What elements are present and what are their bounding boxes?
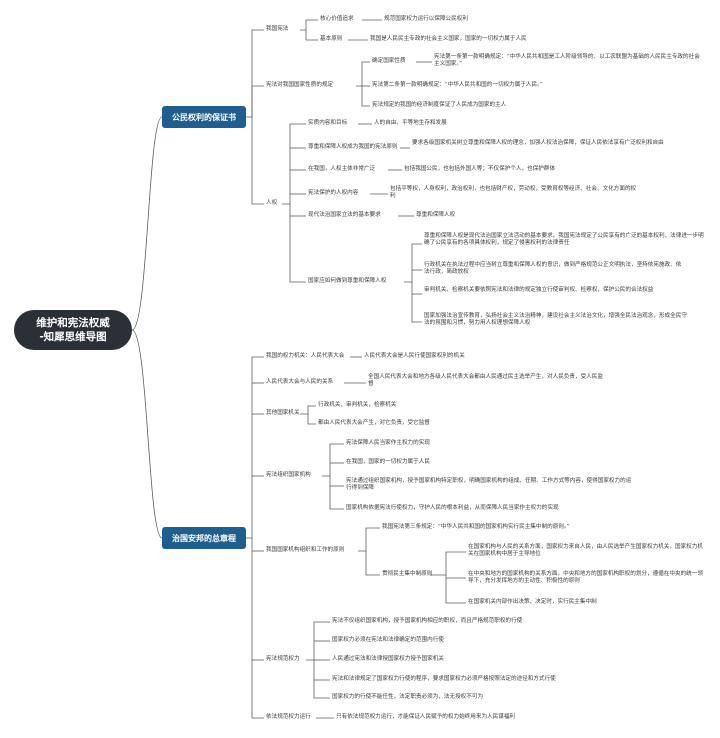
- node-hr-how: 国家应如何做到尊重和保障人权: [308, 278, 387, 284]
- node-state-nature: 宪法对我国国家性质的规定: [266, 82, 334, 88]
- node-hr-subjects-detail: 包括我国公民，也包括外国人等；不仅保护个人，也保护群体: [404, 166, 556, 172]
- node-npc-people: 人民代表大会与人民的关系: [266, 379, 334, 385]
- node-guarantee-power: 宪法保障人民当家作主权力的实现: [346, 440, 430, 446]
- node-regulate-c: 人民通过宪法和法律授国家权力授予国家机关: [332, 656, 444, 662]
- node-npc-people-detail: 全国人民代表大会和地方各级人民代表大会都由人民通过民主选举产生，对人民负责，受人…: [368, 374, 603, 388]
- node-hr-legislation-detail: 尊重和保障人权: [416, 212, 456, 218]
- node-dc-central-local: 在中央和地方的国家机构的关系方面，中央和地方的国家机构职权的划分，遵循在中央的统…: [468, 571, 703, 585]
- node-lawful-operation-detail: 只有依法规范权力运行，才能保证人民赋予的权力始终用来为人民谋福利: [336, 714, 516, 720]
- node-constitution-organizes: 宪法组织国家机构: [266, 472, 311, 478]
- node-hr-subjects: 在我国，人权主体非常广泛: [308, 166, 376, 172]
- root-node: 维护和宪法权威 -知犀思维导图: [14, 310, 132, 350]
- node-power-organ: 我国的权力机关：人民代表大会: [266, 353, 345, 359]
- node-article-two: 宪法第二条第一款明确规定：“中华人民共和国的一切权力属于人民。”: [372, 82, 543, 88]
- node-hr-how-legislation: 尊重和保障人权是现代法治国家立法活动的基本要求。我国宪法规定了公民享有的广泛的基…: [424, 233, 704, 247]
- node-article-three: 我国宪法第三条规定：“中华人民共和国的国家机构实行民主集中制的原则。”: [382, 524, 570, 530]
- node-other-organs: 其他国家机关: [266, 410, 300, 416]
- node-hr-how-education: 国家加强法治宣传教育，弘扬社会主义法治精神，建设社会主义法治文化，增强全民法治观…: [424, 313, 687, 327]
- node-other-organs-relation: 都由人民代表大会产生，对它负责，受它监督: [318, 420, 430, 426]
- node-define-state-nature: 确定国家性质: [372, 58, 406, 64]
- node-hr-principle: 尊重和保障人权成为我国的宪法原则: [308, 144, 398, 150]
- branch-node-citizen-rights: 公民权利的保证书: [162, 106, 246, 128]
- node-core-value-detail: 规范国家权力运行以保障公民权利: [384, 16, 468, 22]
- node-regulate-d: 宪法和法律规定了国家权力行使的程序，要求国家权力必须严格按照法定的途径和方式行使: [332, 676, 556, 682]
- node-hr-principle-detail: 要求各级国家机关树立尊重和保障人权的理念，加强人权法治保障，保证人民依法享有广泛…: [412, 140, 664, 146]
- node-our-constitution: 我国宪法: [266, 26, 289, 32]
- node-democratic-centralism: 贯彻民主集中制原则: [382, 571, 433, 577]
- node-hr-essence: 实质内容和目标: [308, 120, 348, 126]
- node-organize-organs: 宪法通过组织国家机构，授予国家机构特定职权，明确国家机构的组成、任期、工作方式等…: [346, 478, 632, 492]
- node-dc-internal: 在国家机关内部作出决策、决定时，实行民主集中制: [468, 599, 597, 605]
- node-power-organ-detail: 人民代表大会是人民行使国家权利的机关: [364, 353, 465, 359]
- node-hr-essence-detail: 人的自由、平等地生存和发展: [374, 120, 447, 126]
- branch-node-governing-charter: 治国安邦的总章程: [162, 527, 246, 549]
- node-define-state-nature-detail: 宪法第一条第一款明确规定：“中华人民共和国是工人阶级领导的、以工农联盟为基础的人…: [434, 54, 700, 68]
- root-title-line2: -知犀思维导图: [39, 331, 107, 343]
- root-title-line1: 维护和宪法权威: [36, 317, 110, 329]
- node-basic-principle: 基本原则: [320, 36, 343, 42]
- node-basic-principle-detail: 我国是人民民主专政的社会主义国家，国家的一切权力属于人民: [370, 36, 527, 42]
- node-organization-principle: 我国国家机构组织和工作的原则: [266, 547, 345, 553]
- node-regulate-power: 宪法规范权力: [266, 656, 300, 662]
- node-economic-system: 宪法规定的我国的经济制度保证了人民成为国家的主人: [372, 102, 507, 108]
- node-hr-legislation: 现代法治国家立法的基本要求: [308, 212, 381, 218]
- node-other-organs-types: 行政机关，审判机关，检察机关: [318, 402, 397, 408]
- node-regulate-b: 国家权力必须在宪法和法律确定的范围内行使: [332, 637, 444, 643]
- node-dc-organs-people: 在国家机构与人民的关系方面，国家权力来自人民，由人民选举产生国家权力机关，国家权…: [468, 544, 703, 558]
- node-regulate-e: 国家权力的行使不能任性，法定职责必须为，法无授权不可为: [332, 694, 484, 700]
- node-core-value: 核心价值追求: [320, 16, 354, 22]
- node-regulate-a: 宪法不仅组织国家机构，授予国家机构相应的职权，而且严格规范职权的行使: [332, 618, 523, 624]
- node-hr-how-administration: 行政机关在执法过程中应当树立尊重和保障人权的意识，做到严格规范公正文明执法，坚持…: [424, 262, 682, 276]
- node-hr-how-judiciary: 审判机关、检察机关要依照宪法和法律的规定独立行使审判权、检察权，保护公民的合法权…: [424, 287, 654, 293]
- node-hr-content: 宪法保护的人权内容: [308, 190, 359, 196]
- node-human-rights: 人权: [266, 200, 278, 206]
- node-exercise-power: 国家机构依据宪法行使权力，守护人民的根本利益，从而保障人民当家作主权力的实现: [346, 505, 559, 511]
- node-lawful-operation: 依法规范权力运行: [266, 714, 311, 720]
- node-hr-content-detail: 包括平等权，人身权利，政治权利，也包括财产权，劳动权，受教育权等经济、社会、文化…: [390, 186, 637, 200]
- node-power-belongs-people: 在我国，国家的一切权力属于人民: [346, 459, 430, 465]
